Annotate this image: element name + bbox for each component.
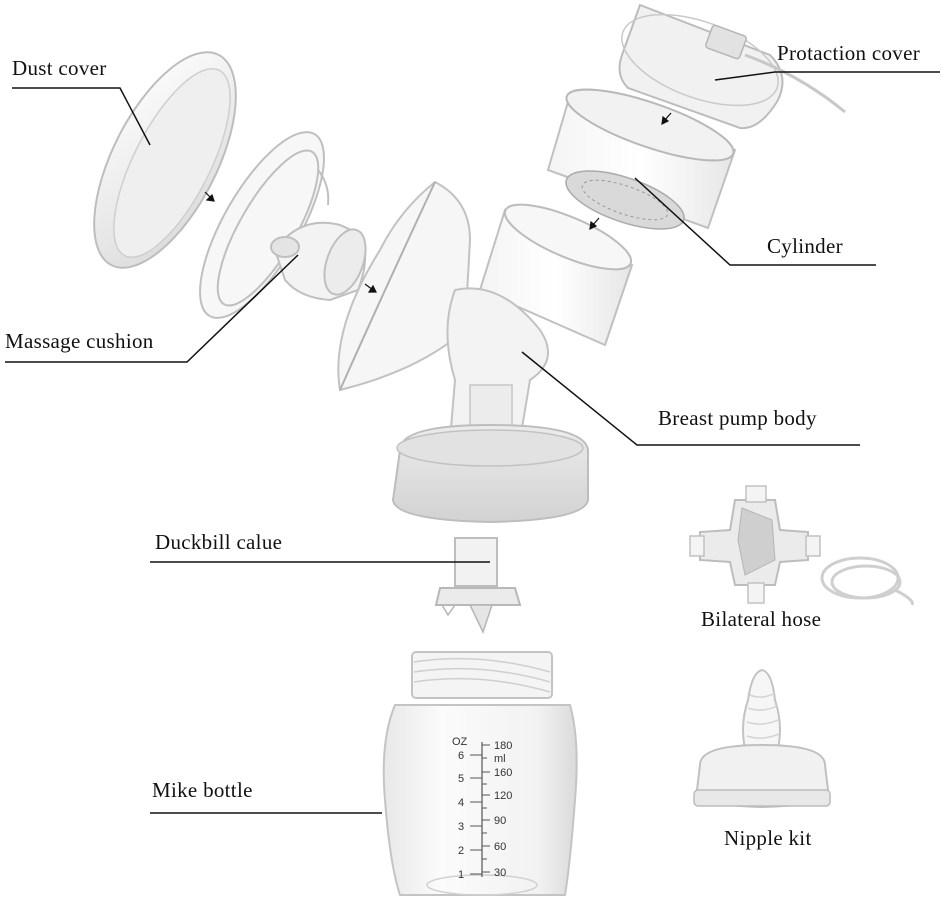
dust-cover-part (93, 51, 237, 269)
duckbill-valve-part (434, 537, 522, 634)
bottle-scale: OZ ml 6 5 4 3 2 1 180 160 120 90 60 30 (452, 736, 512, 881)
leader-lines (5, 71, 940, 814)
arrow-icon (204, 191, 215, 202)
arrow-icon (364, 283, 377, 293)
scale-oz-6: 6 (458, 750, 464, 762)
scale-ml-180: 180 (494, 740, 512, 752)
bilateral-hose-part (689, 485, 914, 606)
scale-oz-unit: OZ (452, 736, 468, 748)
scale-oz-4: 4 (458, 797, 464, 809)
leader-dust-cover (12, 87, 151, 146)
arrow-icon (661, 112, 672, 126)
label-nipple-kit: Nipple kit (724, 826, 812, 850)
cylinder-part (546, 88, 737, 230)
label-bilateral-hose: Bilateral hose (701, 607, 822, 631)
scale-oz-3: 3 (458, 821, 464, 833)
leader-massage-cushion (5, 254, 299, 363)
label-cylinder: Cylinder (767, 234, 843, 258)
leader-cylinder (634, 177, 876, 266)
label-dust-cover: Dust cover (12, 56, 107, 80)
scale-ml-60: 60 (494, 841, 506, 853)
leader-protaction-cover (714, 71, 940, 81)
scale-ml-160: 160 (494, 767, 512, 779)
nipple-kit-part (693, 668, 831, 809)
label-protaction-cover: Protaction cover (777, 41, 921, 65)
milk-bottle-part: OZ ml 6 5 4 3 2 1 180 160 120 90 60 30 (382, 651, 578, 896)
scale-oz-5: 5 (458, 773, 464, 785)
leader-breast-pump-body (521, 351, 860, 446)
scale-oz-1: 1 (458, 869, 464, 881)
scale-ml-90: 90 (494, 815, 506, 827)
scale-oz-2: 2 (458, 845, 464, 857)
breast-pump-body-part (337, 180, 634, 524)
protection-cover-part (618, 3, 846, 130)
massage-cushion-part (199, 131, 367, 319)
scale-ml-30: 30 (494, 867, 506, 879)
assembly-arrows (204, 112, 672, 293)
label-duckbill-calue: Duckbill calue (155, 530, 283, 554)
scale-ml-120: 120 (494, 790, 512, 802)
label-mike-bottle: Mike bottle (152, 778, 253, 802)
arrow-icon (589, 217, 600, 231)
label-breast-pump-body: Breast pump body (658, 406, 817, 430)
label-massage-cushion: Massage cushion (5, 329, 154, 353)
scale-ml-unit: ml (494, 753, 506, 765)
